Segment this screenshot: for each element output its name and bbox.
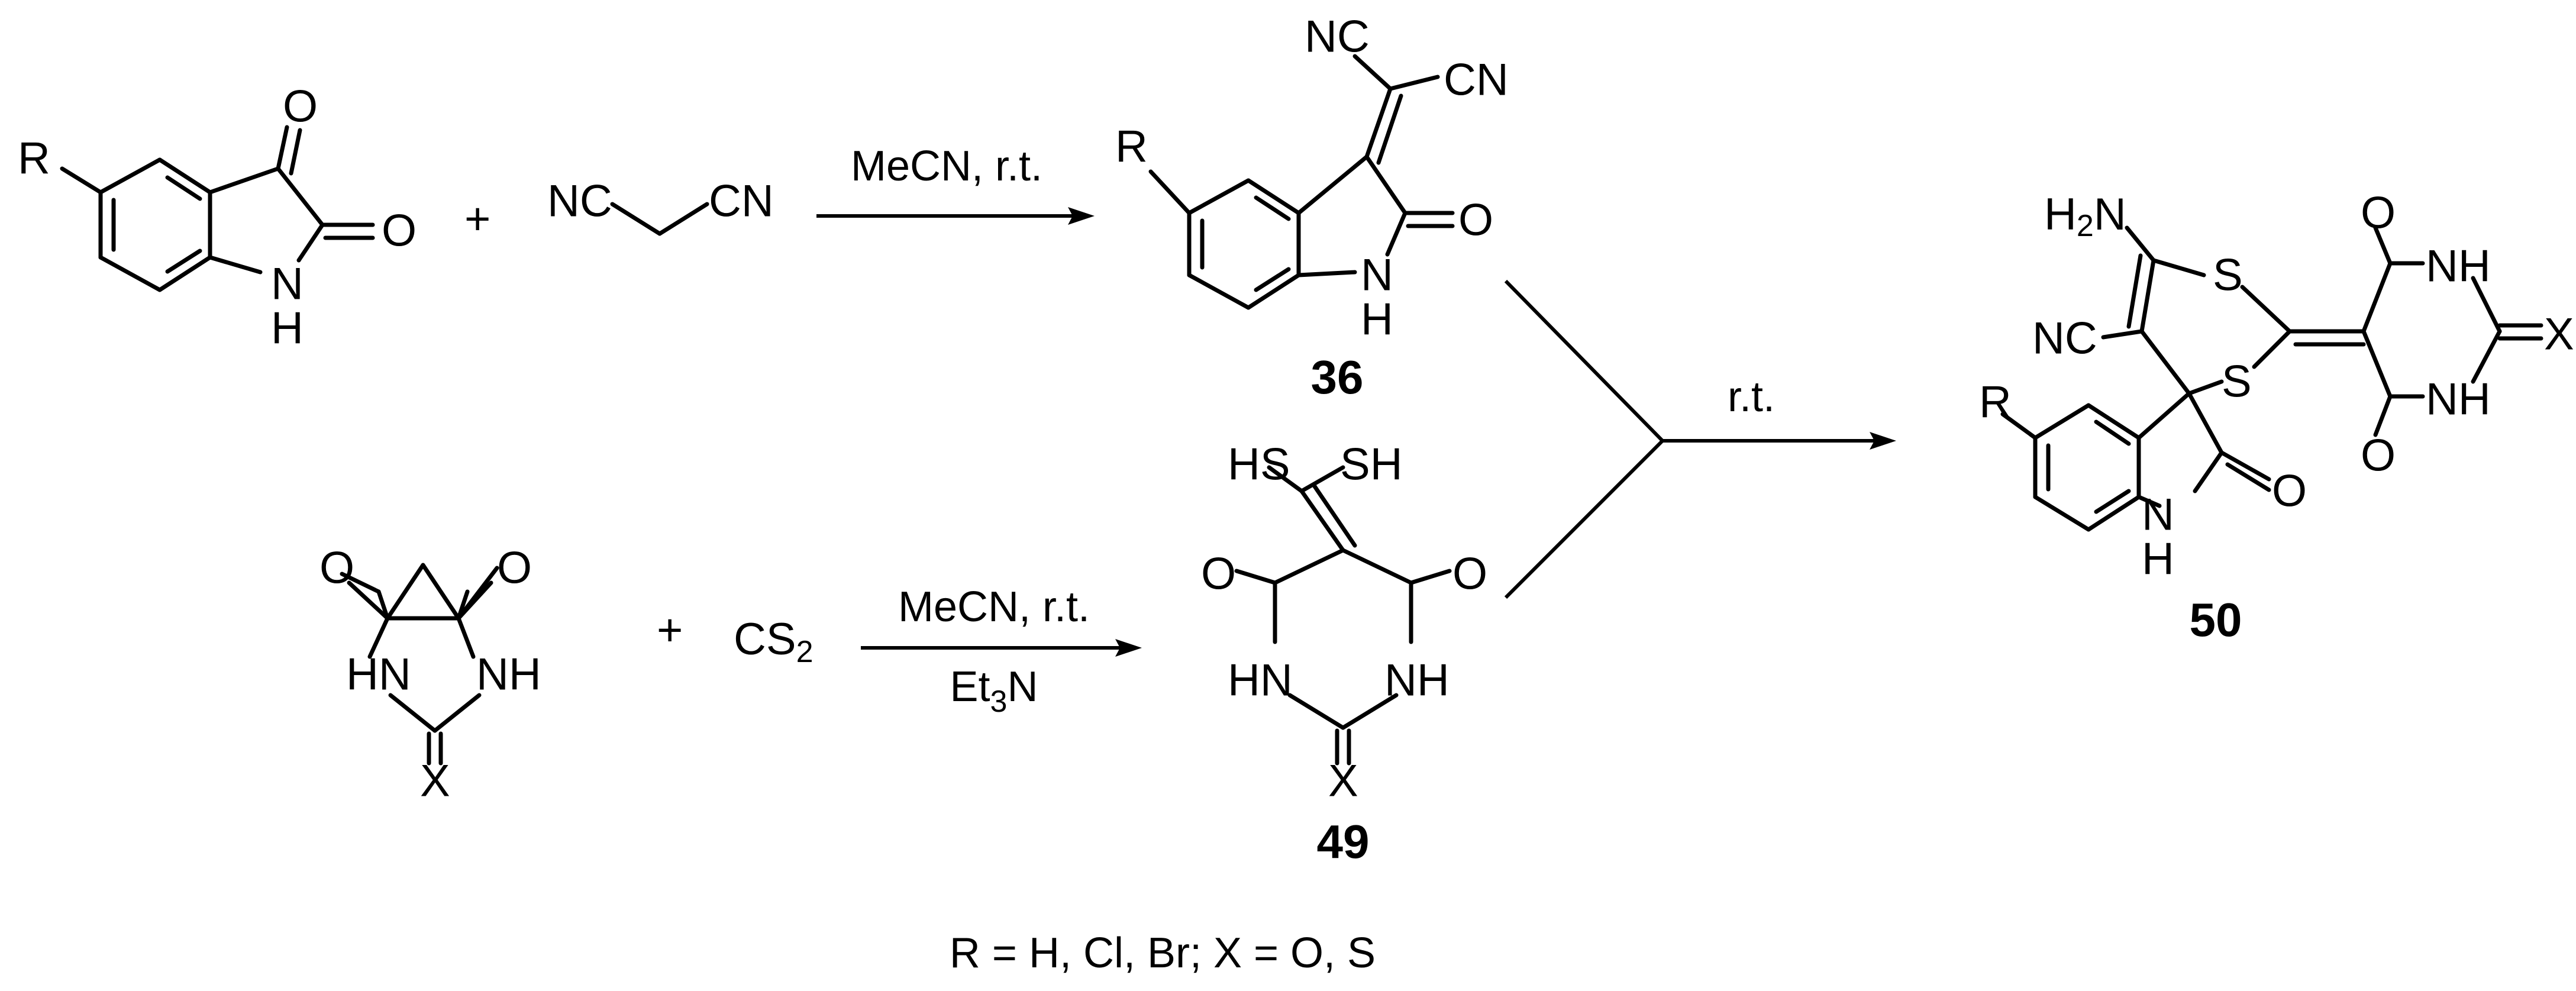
compound-36-r-label: R: [1115, 122, 1148, 172]
conditions-step2-bottom: Et3N: [950, 663, 1038, 719]
conditions-step3: r.t.: [1728, 373, 1775, 421]
compound-50-h2n-h: H: [2044, 189, 2077, 240]
malononitrile-cn-label: CN: [709, 176, 774, 227]
barbituric-structure: [340, 563, 499, 766]
reaction-arrow-2-head: [1115, 639, 1142, 657]
reaction-arrow-3-head: [1870, 432, 1896, 450]
conditions-step2-bottom-main: Et: [950, 663, 990, 711]
compound-50-top-o-label: O: [2361, 188, 2396, 238]
compound-50-r-label: R: [1979, 377, 2012, 428]
conditions-step2-bottom-sub: 3: [990, 685, 1008, 719]
compound-50-h2n-sub: 2: [2077, 209, 2094, 243]
compound-49-structure: [1234, 465, 1452, 766]
compound-49-right-o-label: O: [1452, 549, 1487, 599]
compound-49-sh-label: SH: [1340, 440, 1403, 490]
plus-sign-bottom: +: [657, 605, 683, 656]
converging-line-bottom: [1504, 439, 1664, 599]
compound-50-s-top-label: S: [2213, 250, 2243, 301]
conditions-step2-top: MeCN, r.t.: [898, 583, 1090, 631]
compound-49-right-nh-label: NH: [1384, 656, 1450, 706]
compound-49-x-label: X: [1328, 756, 1358, 806]
isatin-r-label: R: [18, 134, 50, 184]
compound-36-h-label: H: [1361, 295, 1393, 345]
compound-50-h2n-n: N: [2094, 189, 2126, 240]
carbon-disulfide-label: CS2: [734, 614, 814, 670]
compound-50-h-label: H: [2142, 534, 2174, 585]
conditions-step2-bottom-end: N: [1007, 663, 1038, 711]
compound-36-o-label: O: [1458, 195, 1493, 246]
compound-36-number: 36: [1311, 351, 1364, 403]
compound-50-h2n-label: H2N: [2044, 189, 2126, 244]
converging-line-top: [1504, 279, 1664, 443]
compound-50-oxindole-o-label: O: [2272, 466, 2307, 517]
barbituric-x-label: X: [420, 756, 450, 806]
compound-49-left-o-label: O: [1201, 549, 1236, 599]
isatin-n-label: N: [271, 259, 304, 309]
isatin-ketone-o-label: O: [283, 82, 318, 132]
compound-50-bottom-nh-label: NH: [2426, 375, 2491, 425]
conditions-step1: MeCN, r.t.: [851, 143, 1042, 190]
reaction-arrow-1-head: [1068, 207, 1095, 225]
compound-50-bottom-o-label: O: [2361, 431, 2396, 481]
compound-50-number: 50: [2190, 593, 2242, 646]
barbituric-right-o-label: O: [497, 543, 532, 593]
barbituric-left-nh-label: HN: [346, 650, 411, 700]
compound-50-structure: [2000, 225, 2543, 532]
compound-50-top-nh-label: NH: [2426, 241, 2491, 292]
compound-49-number: 49: [1317, 815, 1370, 868]
malononitrile-structure: [610, 202, 709, 236]
compound-36-n-label: N: [1361, 250, 1393, 301]
compound-50-x-label: X: [2544, 309, 2574, 360]
compound-36-structure: [1148, 54, 1455, 310]
compound-50-s-bottom-label: S: [2222, 357, 2252, 407]
barbituric-left-o-label: O: [319, 543, 354, 593]
carbon-disulfide-main: CS: [734, 614, 796, 664]
isatin-structure: [60, 125, 375, 292]
isatin-amide-o-label: O: [382, 206, 417, 256]
compound-50-nc-label: NC: [2032, 314, 2097, 364]
carbon-disulfide-sub: 2: [796, 635, 814, 669]
compound-49-left-nh-label: HN: [1228, 656, 1293, 706]
compound-50-n-label: N: [2142, 490, 2174, 540]
barbituric-right-nh-label: NH: [476, 650, 541, 700]
substituent-footnote: R = H, Cl, Br; X = O, S: [950, 929, 1376, 977]
isatin-nh-h-label: H: [271, 304, 304, 354]
plus-sign-top: +: [464, 194, 490, 244]
compound-49-hs-label: HS: [1228, 440, 1290, 490]
compound-36-nc-label: NC: [1305, 12, 1370, 62]
compound-36-cn-label: CN: [1444, 55, 1509, 105]
malononitrile-nc-label: NC: [547, 176, 612, 227]
